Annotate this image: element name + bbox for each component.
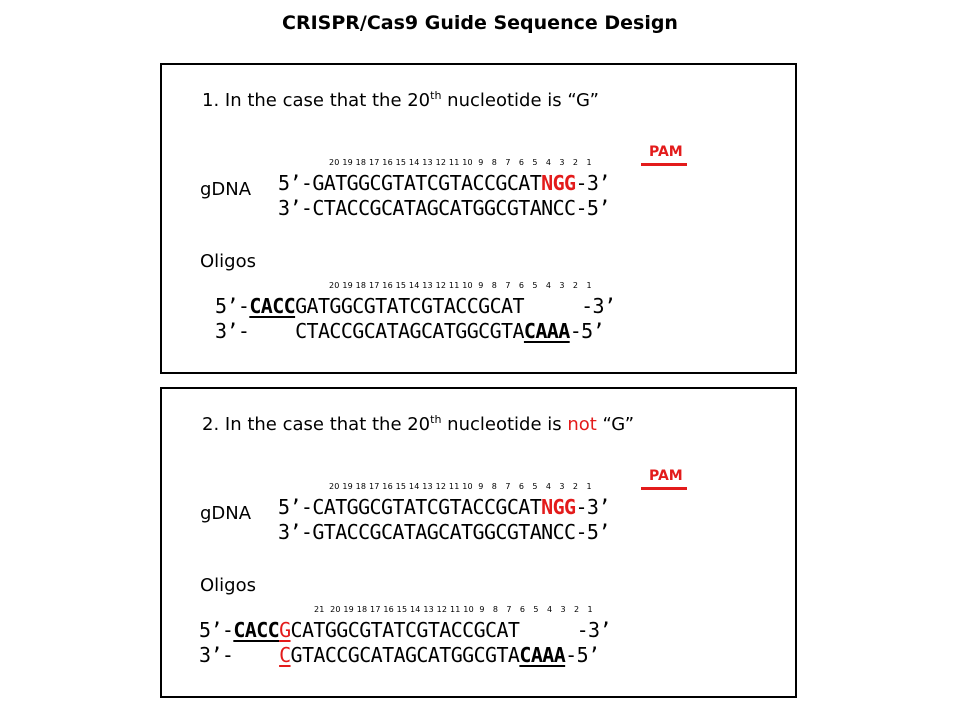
oligo-bottom-strand: 3’- CGTACCGCATAGCATGGCGTACAAA-5’ [199,643,600,667]
oligo-bottom-strand: 3’- CTACCGCATAGCATGGCGTACAAA-5’ [215,319,605,343]
page-title: CRISPR/Cas9 Guide Sequence Design [282,12,678,34]
pam-sequence: NGG [541,495,576,519]
gdna-top-strand: 5’-CATGGCGTATCGTACCGCATNGG-3’ [278,495,610,519]
oligo-position-numbers: 21 20 19 18 17 16 15 14 13 12 11 10 9 8 … [314,605,593,614]
added-g: G [279,618,291,642]
gdna-top-strand: 5’-GATGGCGTATCGTACCGCATNGG-3’ [278,171,610,195]
case-2-panel: 2. In the case that the 20th nucleotide … [160,387,797,698]
pam-label: PAM [649,144,683,160]
pam-label: PAM [649,468,683,484]
gdna-label: gDNA [200,179,252,200]
gdna-position-numbers: 20 19 18 17 16 15 14 13 12 11 10 9 8 7 6… [329,158,592,167]
oligo-position-numbers: 20 19 18 17 16 15 14 13 12 11 10 9 8 7 6… [329,281,592,290]
overhang-caaa: CAAA [519,643,566,667]
case-2-heading: 2. In the case that the 20th nucleotide … [202,413,635,435]
oligos-label: Oligos [200,251,256,272]
case-1-panel: 1. In the case that the 20th nucleotide … [160,63,797,374]
case-1-heading: 1. In the case that the 20th nucleotide … [202,89,599,111]
added-c: C [279,643,291,667]
oligo-top-strand: 5’-CACCGATGGCGTATCGTACCGCAT -3’ [215,294,616,318]
gdna-label: gDNA [200,503,252,524]
overhang-cacc: CACC [249,294,296,318]
gdna-bottom-strand: 3’-GTACCGCATAGCATGGCGTANCC-5’ [278,520,610,544]
overhang-cacc: CACC [233,618,280,642]
oligo-top-strand: 5’-CACCGCATGGCGTATCGTACCGCAT -3’ [199,618,612,642]
pam-bar [641,487,687,490]
overhang-caaa: CAAA [523,319,570,343]
pam-bar [641,163,687,166]
gdna-position-numbers: 20 19 18 17 16 15 14 13 12 11 10 9 8 7 6… [329,482,592,491]
gdna-bottom-strand: 3’-CTACCGCATAGCATGGCGTANCC-5’ [278,196,610,220]
oligos-label: Oligos [200,575,256,596]
pam-sequence: NGG [541,171,576,195]
